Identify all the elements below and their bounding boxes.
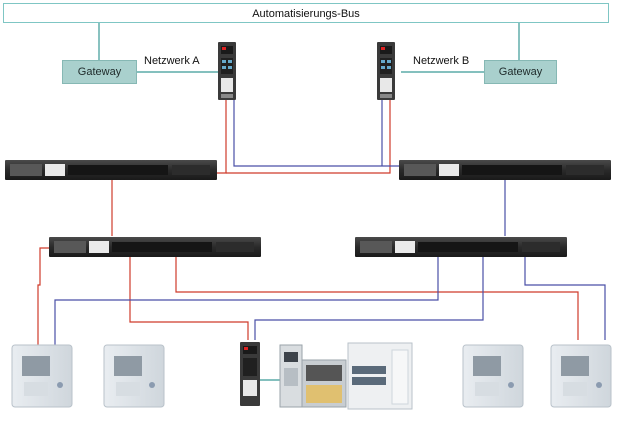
network-b-label: Netzwerk B xyxy=(413,55,470,67)
switch-module-a xyxy=(218,42,236,100)
automation-bus-label: Automatisierungs-Bus xyxy=(252,8,360,20)
rack-switch-top-left xyxy=(5,160,217,180)
bus-drop-lines xyxy=(98,23,520,73)
plc-controller xyxy=(279,344,347,408)
network-a-label: Netzwerk A xyxy=(144,55,200,67)
gateway-left-label: Gateway xyxy=(77,66,122,78)
protection-relay-4 xyxy=(550,344,612,408)
gateway-right: Gateway xyxy=(484,60,557,84)
network-b-lines xyxy=(54,100,606,345)
switch-module-bottom xyxy=(240,342,260,406)
switch-module-b xyxy=(377,42,395,100)
network-a-lines xyxy=(37,100,579,345)
rack-switch-mid-right xyxy=(355,237,567,257)
protection-relay-3 xyxy=(462,344,524,408)
gateway-left: Gateway xyxy=(62,60,137,84)
protection-relay-1 xyxy=(11,344,73,408)
control-panel-unit xyxy=(347,342,413,410)
gateway-right-label: Gateway xyxy=(498,66,543,78)
protection-relay-2 xyxy=(103,344,165,408)
rack-switch-top-right xyxy=(399,160,611,180)
rack-switch-mid-left xyxy=(49,237,261,257)
automation-bus: Automatisierungs-Bus xyxy=(3,3,609,23)
